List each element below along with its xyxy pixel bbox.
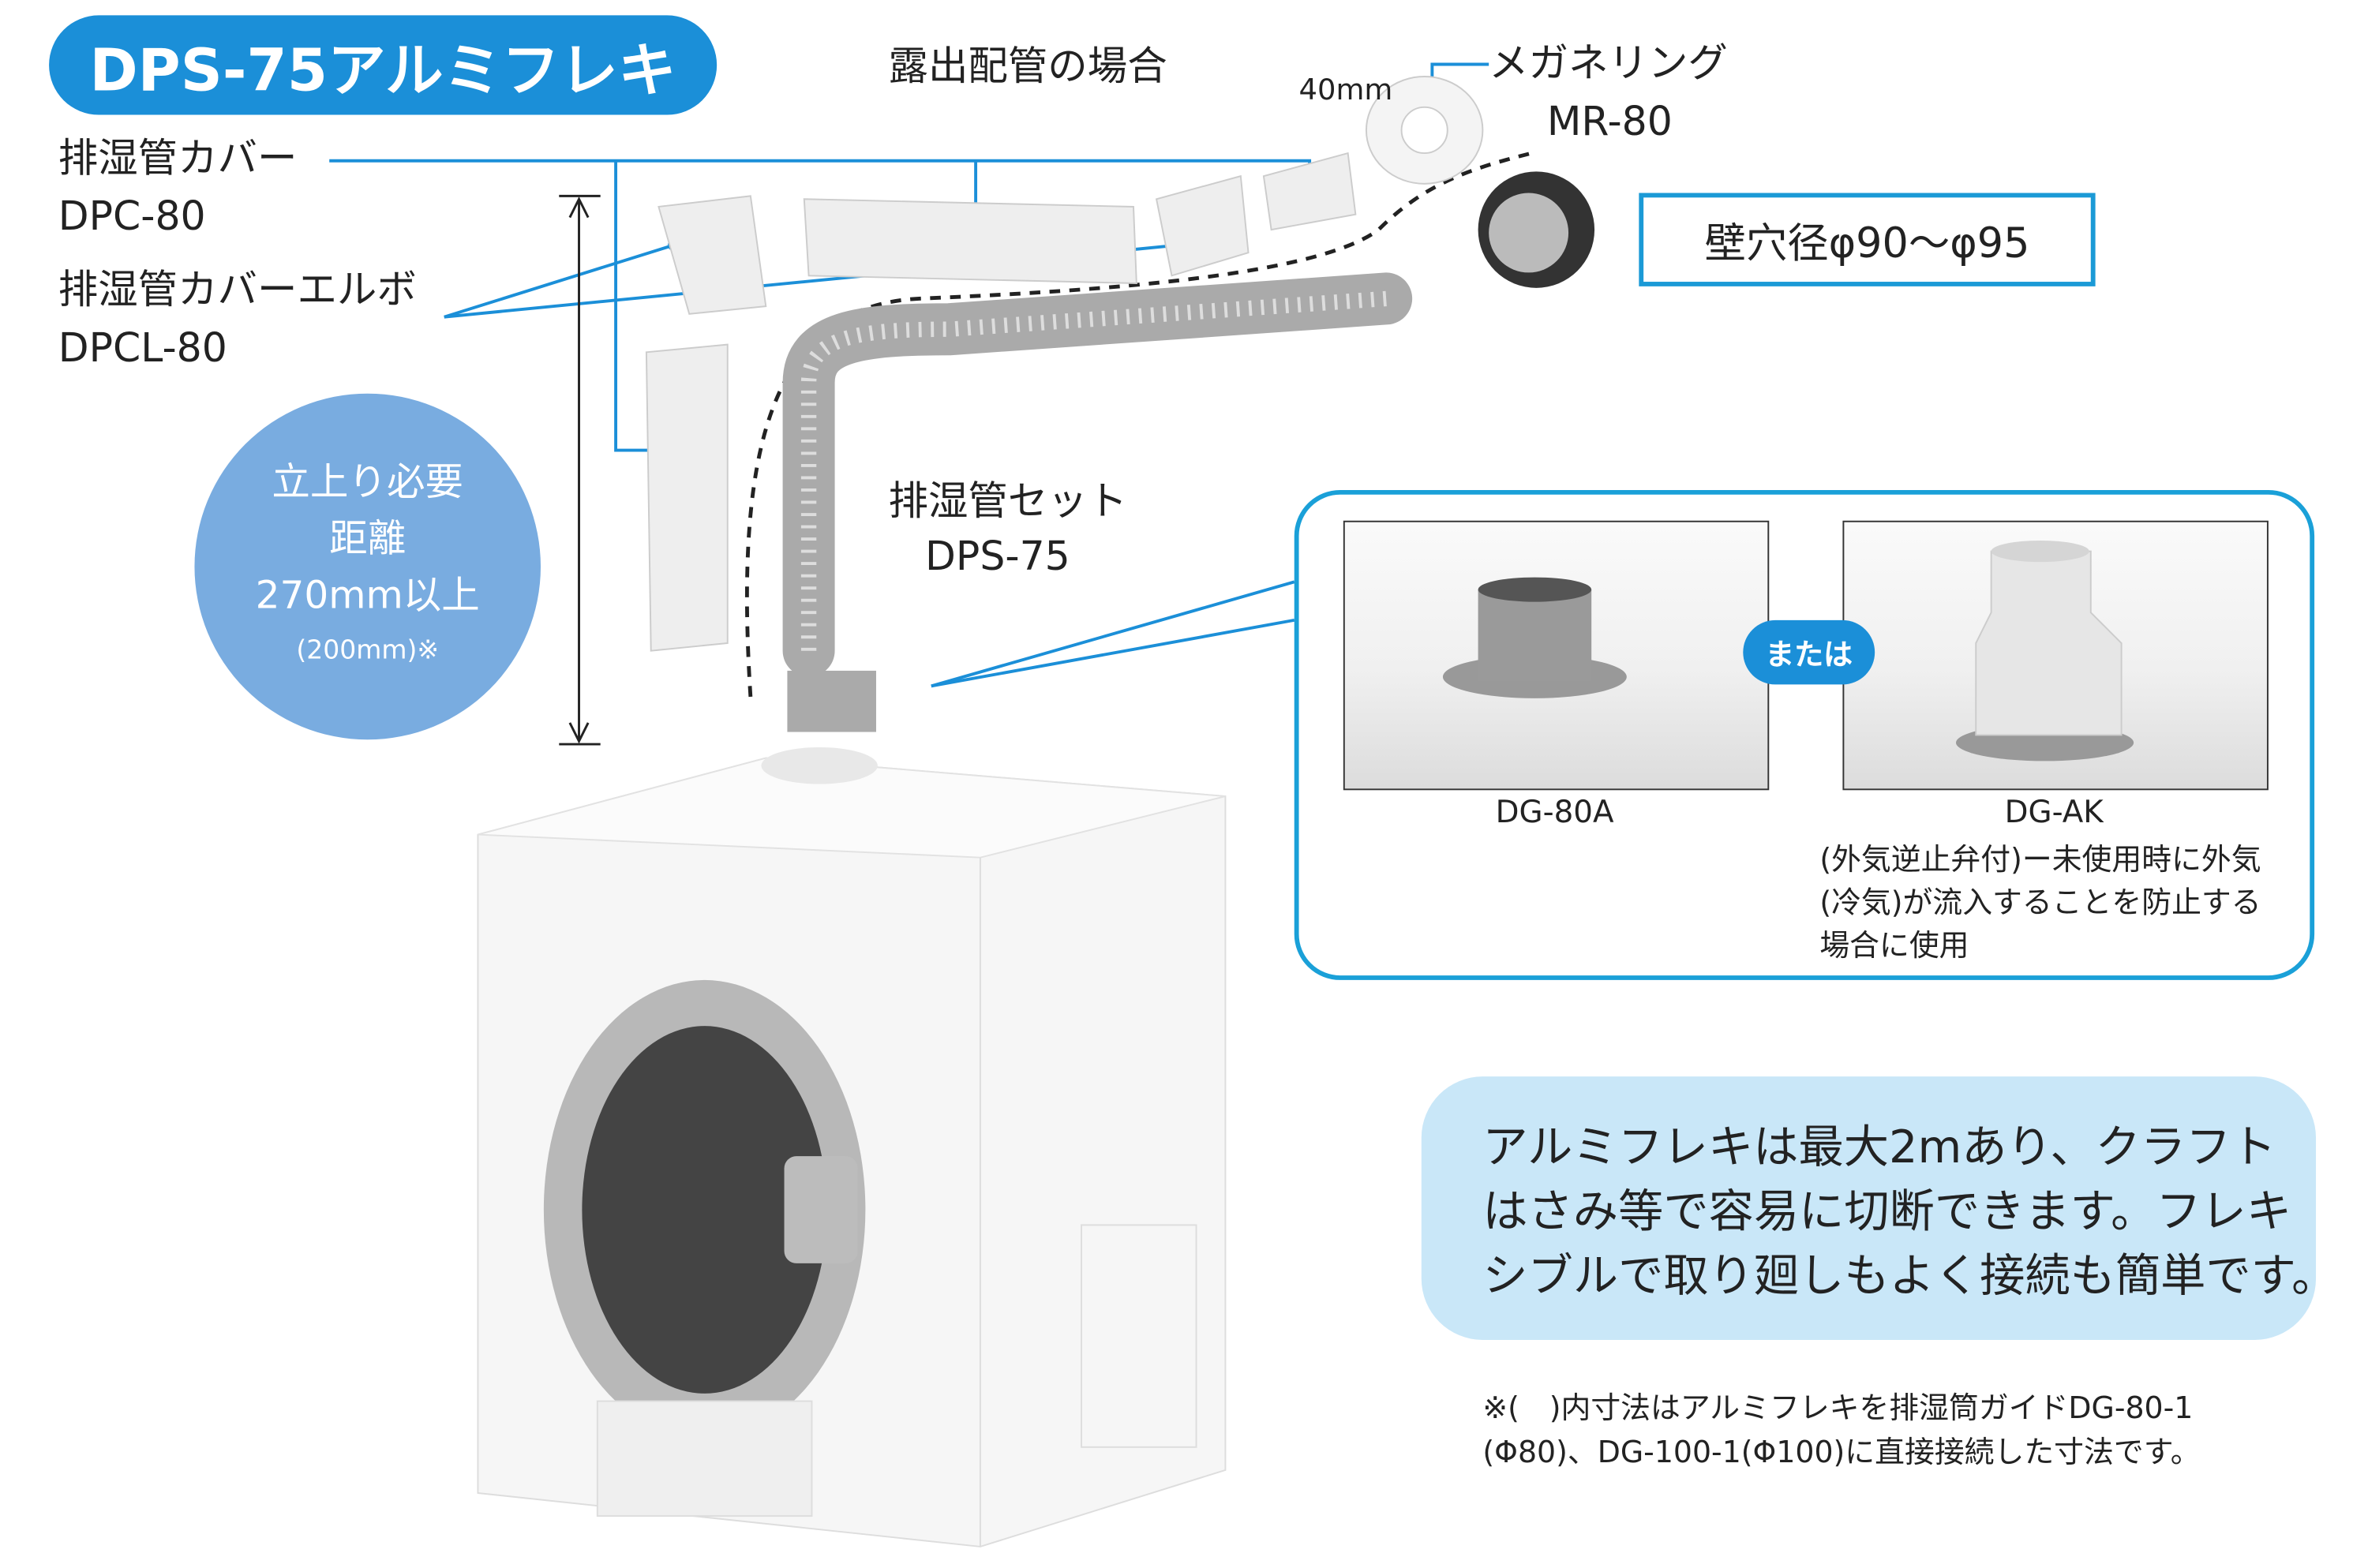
info-line1: アルミフレキは最大2mあり、クラフト [1482,1121,2276,1173]
spacer-dimension: 40mm [1298,73,1393,107]
dg80a-caption: DG-80A [1495,793,1614,830]
cover-name: 排湿管カバー [58,136,298,182]
elbow-name: 排湿管カバーエルボ [58,268,417,314]
rise-line3: 270mm以上 [255,572,480,618]
cover-parts [645,76,1484,652]
page-title: DPS-75アルミフレキ [49,15,718,115]
options-callout [1294,489,2315,980]
dgak-note-line1: (外気逆止弁付)ー未使用時に外気 [1819,842,2261,878]
rise-line1: 立上り必要 [272,459,464,504]
info-text: アルミフレキは最大2mあり、クラフト はさみ等で容易に切断できます。フレキ シブ… [1482,1115,2336,1308]
ring-model: MR-80 [1546,99,1673,146]
footnote-line2: (Φ80)、DG-100-1(Φ100)に直接接続した寸法です。 [1482,1435,2201,1470]
cover-model: DPC-80 [58,194,206,241]
gas-dryer [477,747,1227,1547]
info-line3: シブルで取り廻しもよく接続も簡単です。 [1482,1249,2337,1302]
rise-line4: (200mm)※ [296,635,440,667]
aluminum-flex-duct [782,272,1413,677]
info-bubble [1421,1076,2317,1340]
info-line2: はさみ等で容易に切断できます。フレキ [1482,1184,2292,1237]
dgak-note: (外気逆止弁付)ー未使用時に外気 (冷気)が流入することを防止する 場合に使用 [1819,839,2261,967]
rise-line2: 距離 [329,515,407,561]
exposed-piping-heading: 露出配管の場合 [888,44,1167,91]
or-badge: または [1743,619,1875,685]
footnote-line1: ※( )内寸法はアルミフレキを排湿筒ガイドDG-80-1 [1482,1390,2194,1426]
wall-hole-diameter: 壁穴径φ90〜φ95 [1639,193,2096,286]
rise-distance-badge: 立上り必要 距離 270mm以上 (200mm)※ [194,393,541,740]
duct-adapter [787,670,876,732]
dg80a-photo [1343,520,1770,791]
dgak-note-line2: (冷気)が流入することを防止する [1819,885,2261,921]
footnote: ※( )内寸法はアルミフレキを排湿筒ガイドDG-80-1 (Φ80)、DG-10… [1482,1386,2200,1475]
dgak-photo [1842,520,2269,791]
dgak-caption: DG-AK [2004,793,2104,830]
set-model: DPS-75 [925,534,1070,581]
set-name: 排湿管セット [888,479,1128,526]
elbow-model: DPCL-80 [58,326,227,372]
dgak-note-line3: 場合に使用 [1819,927,1969,964]
ring-name: メガネリング [1489,41,1728,88]
piping-route-dashed [744,151,1533,698]
